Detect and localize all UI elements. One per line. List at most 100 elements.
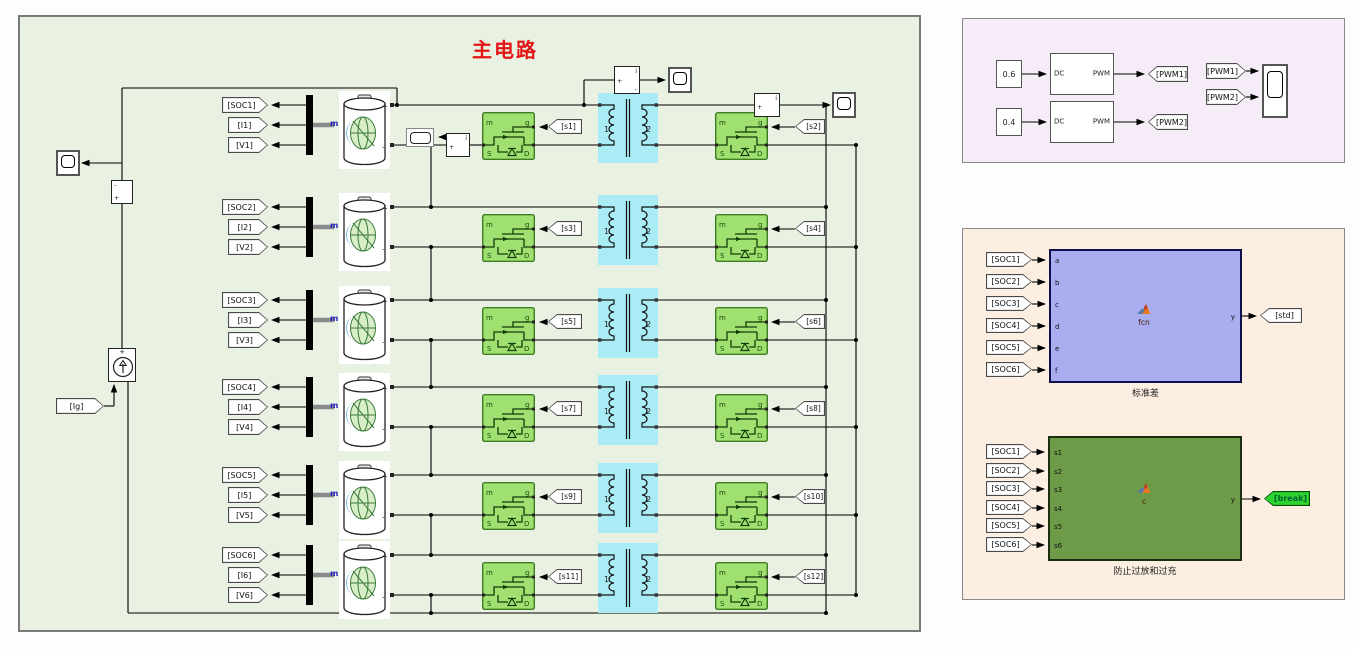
from-tag-soc6[interactable]: [SOC6]	[986, 537, 1032, 552]
battery-block[interactable]	[336, 461, 394, 541]
transformer-block[interactable]	[598, 543, 658, 613]
goto-tag-std[interactable]: [std]	[1260, 308, 1302, 323]
battery-block[interactable]	[336, 193, 394, 273]
scope-pwm[interactable]	[1262, 64, 1288, 118]
goto-tag-v2[interactable]: [V2]	[228, 239, 268, 255]
demux-bar[interactable]	[306, 545, 313, 605]
battery-block[interactable]	[336, 541, 394, 621]
scope-current[interactable]	[832, 92, 856, 118]
mosfet-block[interactable]	[482, 394, 535, 442]
from-tag-s2[interactable]: [s2]	[795, 119, 825, 134]
mosfet-block[interactable]	[715, 394, 768, 442]
from-tag-soc4[interactable]: [SOC4]	[986, 500, 1032, 515]
constant-block-04[interactable]: 0.4	[996, 108, 1022, 136]
controlled-current-source[interactable]: +	[108, 348, 136, 382]
from-tag-soc5[interactable]: [SOC5]	[986, 518, 1032, 533]
mosfet-block[interactable]	[482, 482, 535, 530]
from-tag-soc3[interactable]: [SOC3]	[986, 481, 1032, 496]
from-tag-ig[interactable]: [Ig]	[56, 398, 104, 414]
mosfet-block[interactable]	[715, 307, 768, 355]
goto-tag-i3[interactable]: [I3]	[228, 312, 268, 328]
from-tag-soc2[interactable]: [SOC2]	[986, 463, 1032, 478]
battery-block[interactable]	[336, 286, 394, 366]
from-tag-soc5[interactable]: [SOC5]	[986, 340, 1032, 355]
scope-current[interactable]	[668, 67, 692, 93]
goto-tag-v1[interactable]: [V1]	[228, 137, 268, 153]
transformer-block[interactable]	[598, 93, 658, 163]
from-tag-soc6[interactable]: [SOC6]	[986, 362, 1032, 377]
current-sensor[interactable]: i+-	[614, 66, 640, 94]
from-tag-s3[interactable]: [s3]	[548, 221, 582, 236]
goto-tag-i4[interactable]: [I4]	[228, 399, 268, 415]
demux-bar[interactable]	[306, 290, 313, 350]
current-source-icon	[112, 356, 134, 378]
goto-tag-v5[interactable]: [V5]	[228, 507, 268, 523]
mosfet-block[interactable]	[482, 112, 535, 160]
pwm-generator-block[interactable]: DC PWM	[1050, 53, 1114, 95]
goto-tag-i5[interactable]: [I5]	[228, 487, 268, 503]
pwm-generator-block[interactable]: DC PWM	[1050, 101, 1114, 143]
current-sensor[interactable]: i+	[446, 133, 470, 157]
goto-tag-pwm2[interactable]: [PWM2]	[1148, 114, 1188, 130]
from-tag-soc1[interactable]: [SOC1]	[986, 252, 1032, 267]
mosfet-block[interactable]	[715, 562, 768, 610]
demux-bar[interactable]	[306, 465, 313, 525]
voltage-sensor[interactable]: - +	[111, 180, 133, 204]
battery-block[interactable]	[336, 373, 394, 453]
goto-tag-v6[interactable]: [V6]	[228, 587, 268, 603]
mosfet-block[interactable]	[482, 214, 535, 262]
from-tag-pwm1[interactable]: [PWM1]	[1206, 63, 1246, 79]
transformer-block[interactable]	[598, 195, 658, 265]
from-tag-soc2[interactable]: [SOC2]	[986, 274, 1032, 289]
battery-m-port-label: m	[330, 314, 339, 323]
from-tag-s11[interactable]: [s11]	[548, 569, 582, 584]
goto-tag-soc5[interactable]: [SOC5]	[222, 467, 268, 483]
matlab-function-block-std[interactable]: a b c d e f y	[1049, 249, 1242, 383]
goto-tag-soc1[interactable]: [SOC1]	[222, 97, 268, 113]
battery-block[interactable]	[336, 91, 394, 171]
from-tag-s5[interactable]: [s5]	[548, 314, 582, 329]
from-tag-s4[interactable]: [s4]	[795, 221, 825, 236]
fcn-icon-label: c	[1141, 497, 1147, 506]
transformer-block[interactable]	[598, 463, 658, 533]
scope-screen	[61, 155, 75, 168]
from-tag-s12[interactable]: [s12]	[795, 569, 825, 584]
constant-block-06[interactable]: 0.6	[996, 60, 1022, 88]
display-block[interactable]	[406, 128, 434, 147]
goto-tag-v4[interactable]: [V4]	[228, 419, 268, 435]
from-tag-s7[interactable]: [s7]	[548, 401, 582, 416]
goto-tag-soc4[interactable]: [SOC4]	[222, 379, 268, 395]
from-tag-s6[interactable]: [s6]	[795, 314, 825, 329]
from-tag-soc4[interactable]: [SOC4]	[986, 318, 1032, 333]
mosfet-block[interactable]	[715, 112, 768, 160]
from-tag-s9[interactable]: [s9]	[548, 489, 582, 504]
mosfet-block[interactable]	[715, 214, 768, 262]
from-tag-s8[interactable]: [s8]	[795, 401, 825, 416]
goto-tag-v3[interactable]: [V3]	[228, 332, 268, 348]
mosfet-block[interactable]	[715, 482, 768, 530]
from-tag-pwm2[interactable]: [PWM2]	[1206, 89, 1246, 105]
from-tag-soc3[interactable]: [SOC3]	[986, 296, 1032, 311]
goto-tag-i6[interactable]: [I6]	[228, 567, 268, 583]
goto-tag-i2[interactable]: [I2]	[228, 219, 268, 235]
mosfet-block[interactable]	[482, 307, 535, 355]
demux-bar[interactable]	[306, 95, 313, 155]
goto-tag-pwm1[interactable]: [PWM1]	[1148, 66, 1188, 82]
from-tag-soc1[interactable]: [SOC1]	[986, 444, 1032, 459]
scope-voltage[interactable]	[56, 150, 80, 176]
demux-bar[interactable]	[306, 377, 313, 437]
mosfet-block[interactable]	[482, 562, 535, 610]
demux-bar[interactable]	[306, 197, 313, 257]
transformer-block[interactable]	[598, 375, 658, 445]
transformer-block[interactable]	[598, 288, 658, 358]
goto-tag-soc6[interactable]: [SOC6]	[222, 547, 268, 563]
goto-tag-soc3[interactable]: [SOC3]	[222, 292, 268, 308]
from-tag-s1[interactable]: [s1]	[548, 119, 582, 134]
current-sensor[interactable]: i+	[754, 93, 780, 117]
goto-tag-break[interactable]: [break]	[1264, 491, 1310, 506]
protect-block-caption: 防止过放和过充	[1113, 567, 1177, 577]
goto-tag-i1[interactable]: [I1]	[228, 117, 268, 133]
matlab-function-block-protect[interactable]: s1 s2 s3 s4 s5 s6 y	[1048, 436, 1242, 561]
from-tag-s10[interactable]: [s10]	[795, 489, 825, 504]
goto-tag-soc2[interactable]: [SOC2]	[222, 199, 268, 215]
